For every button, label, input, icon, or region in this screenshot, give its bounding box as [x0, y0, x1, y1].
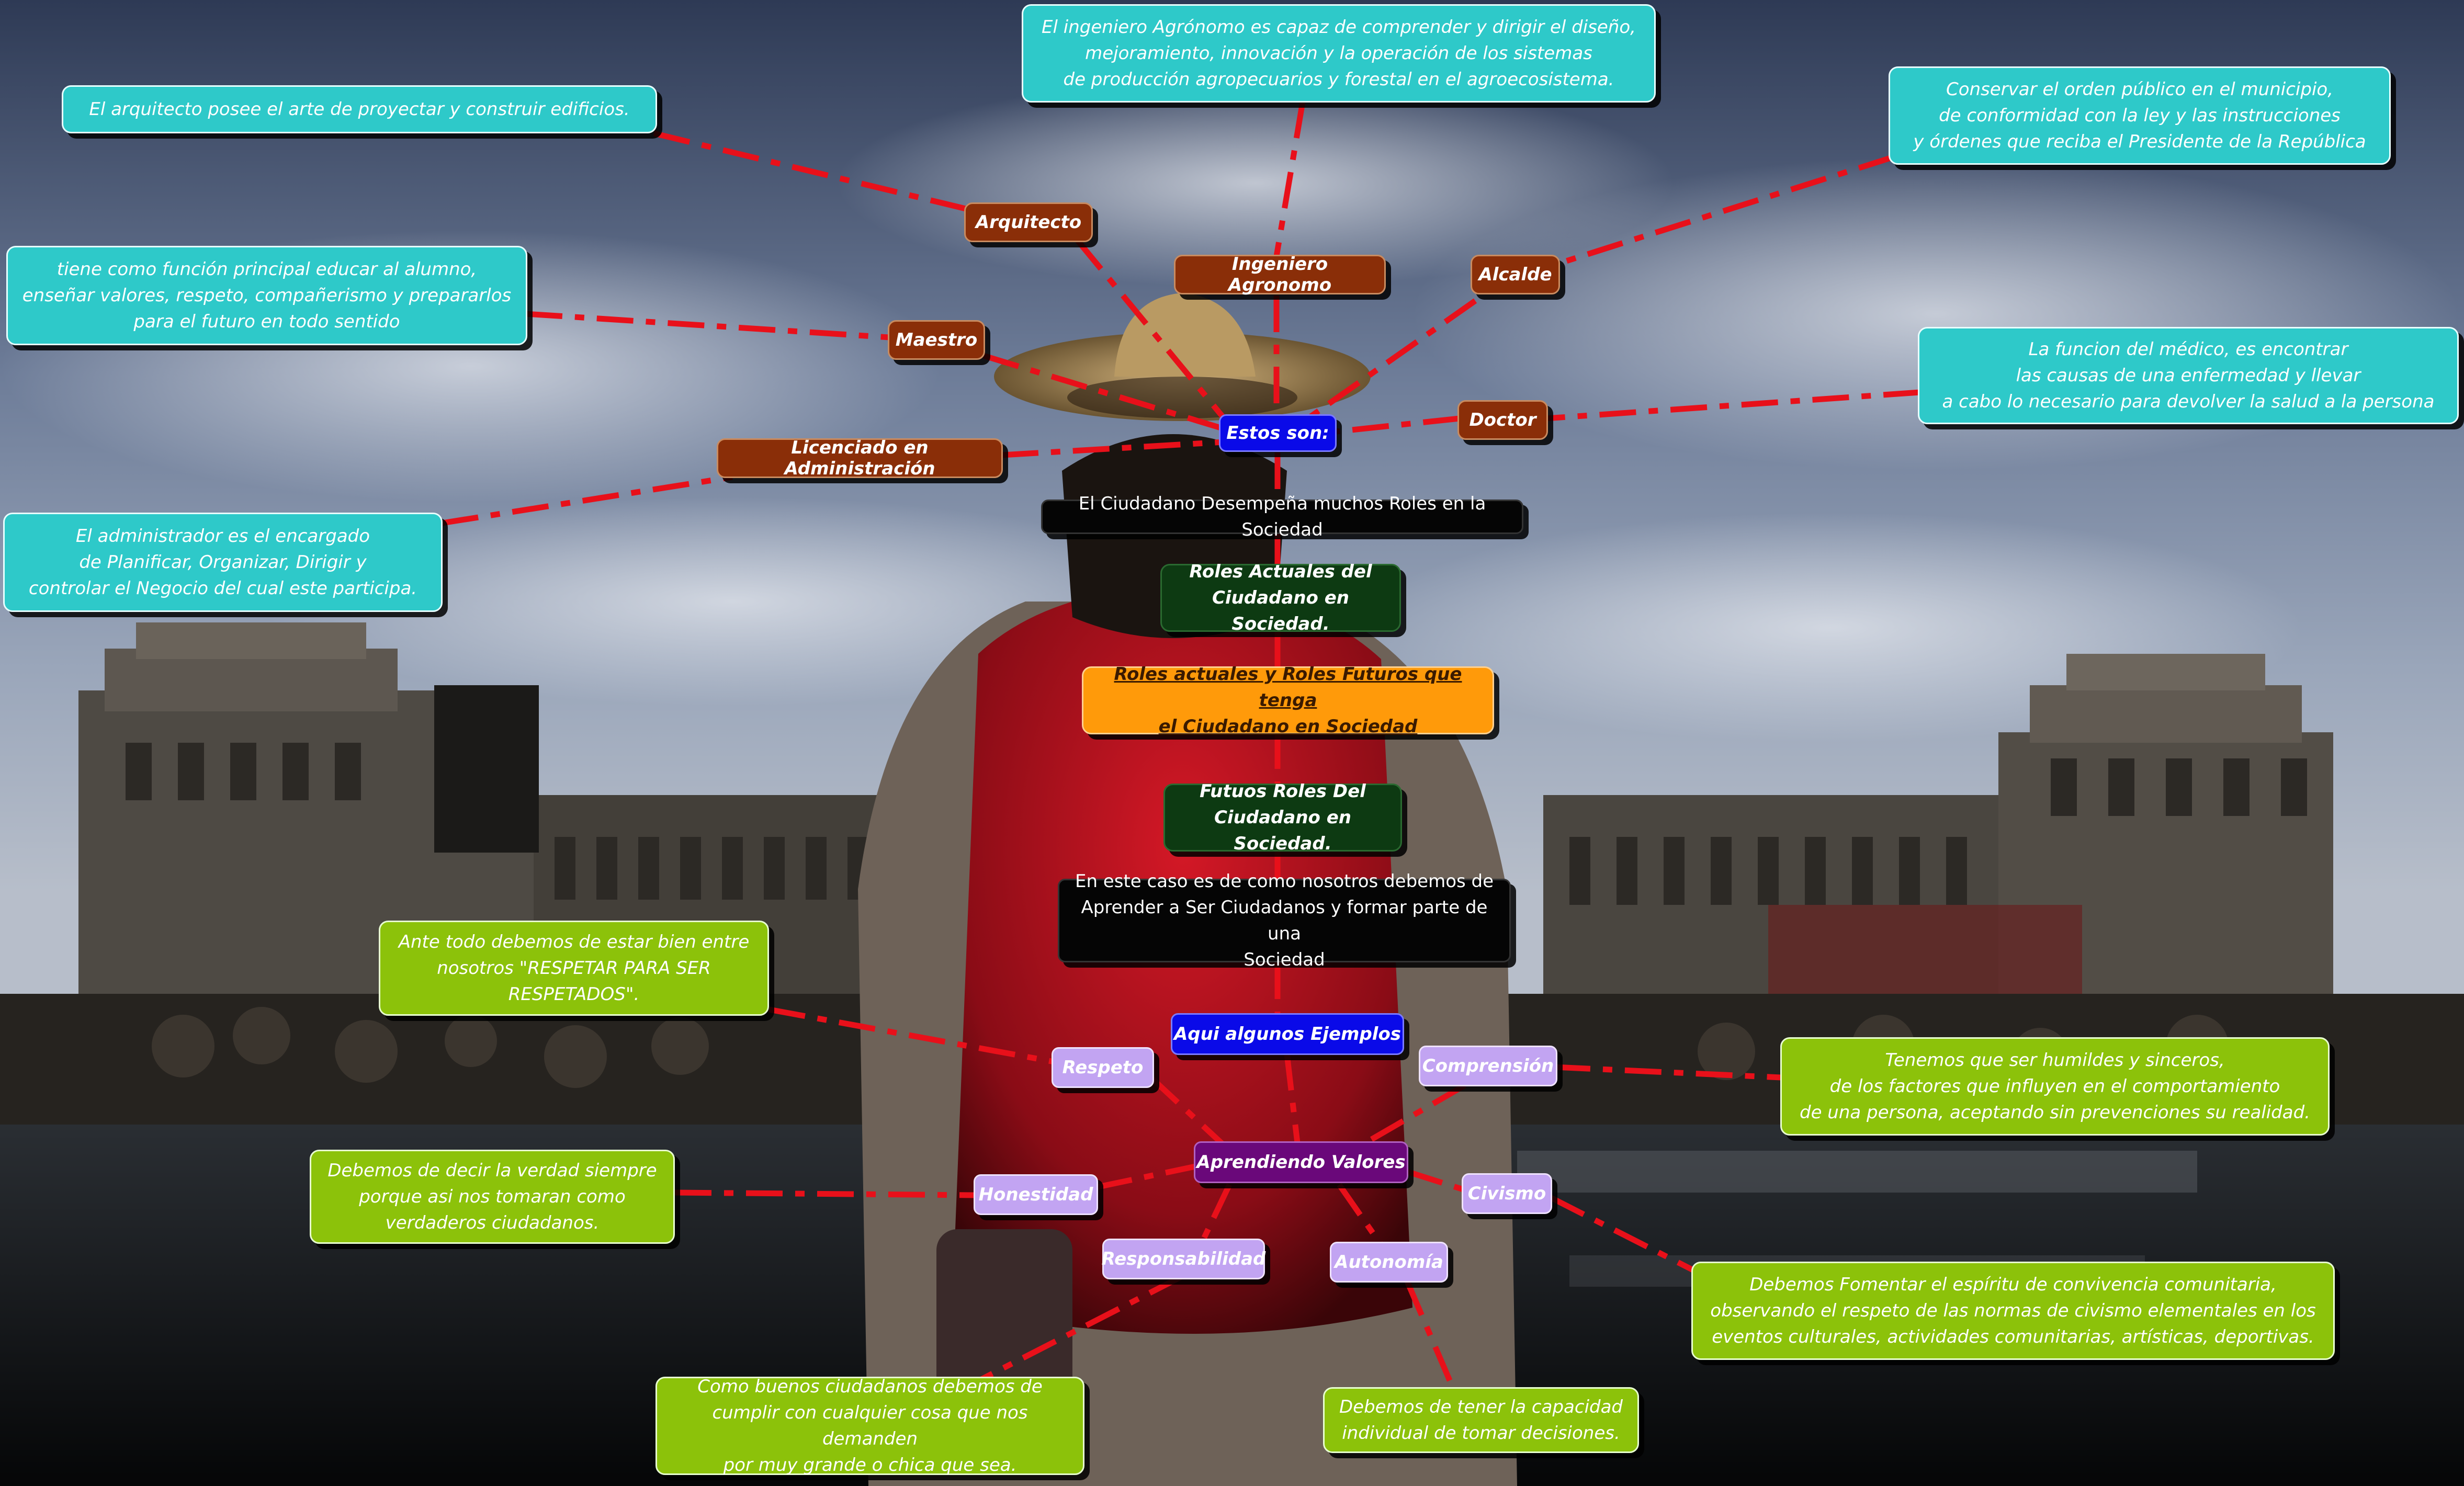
connector-line — [1553, 1064, 1782, 1081]
responsabilidad-description: Como buenos ciudadanos debemos de cumpli… — [655, 1376, 1084, 1476]
arquitecto-description: El arquitecto posee el arte de proyectar… — [62, 85, 657, 133]
doctor-description: La funcion del médico, es encontrar las … — [1918, 327, 2459, 424]
role-maestro[interactable]: Maestro — [888, 320, 985, 360]
connector-line — [1364, 1083, 1466, 1145]
roles-actuales-node[interactable]: Roles Actuales del Ciudadano en Sociedad… — [1160, 561, 1401, 634]
futuros-roles-node[interactable]: Futuos Roles Del Ciudadano en Sociedad. — [1163, 781, 1402, 854]
connector-line — [1095, 1163, 1196, 1190]
value-civismo[interactable]: Civismo — [1462, 1173, 1552, 1214]
connector-line — [1545, 389, 1920, 422]
connector-line — [1075, 239, 1227, 421]
value-honestidad[interactable]: Honestidad — [974, 1174, 1098, 1215]
connector-line — [525, 311, 890, 341]
autonomia-description: Debemos de tener la capacidad individual… — [1323, 1387, 1639, 1453]
aprendiendo-valores-node[interactable]: Aprendiendo Valores — [1194, 1141, 1408, 1183]
connector-line — [1337, 1183, 1384, 1247]
connector-line — [1149, 1075, 1226, 1148]
ejemplos-node[interactable]: Aqui algunos Ejemplos — [1171, 1013, 1404, 1055]
connector-line — [1406, 1169, 1466, 1193]
connector-line — [653, 130, 969, 212]
connector-line — [1550, 1195, 1697, 1274]
main-title-node[interactable]: Roles actuales y Roles Futuros que tenga… — [1082, 664, 1494, 737]
connector-line — [1555, 154, 1895, 267]
connector-line — [442, 474, 733, 526]
civismo-description: Debemos Fomentar el espíritu de conviven… — [1691, 1262, 2335, 1360]
connector-line — [1001, 439, 1225, 458]
role-licenciado-administracion[interactable]: Licenciado en Administración — [717, 437, 1003, 479]
ciudadano-roles-label[interactable]: El Ciudadano Desempeña muchos Roles en l… — [1041, 493, 1523, 540]
role-ingeniero-agronomo[interactable]: Ingeniero Agronomo — [1174, 254, 1386, 296]
connector-line — [1273, 101, 1306, 257]
role-alcalde[interactable]: Alcalde — [1471, 255, 1560, 294]
ingeniero-description: El ingeniero Agrónomo es capaz de compre… — [1022, 4, 1656, 103]
connector-line — [977, 1274, 1184, 1383]
aprender-ciudadanos-text[interactable]: En este caso es de como nosotros debemos… — [1058, 871, 1511, 970]
connector-line — [768, 1006, 1055, 1065]
connector-line — [1201, 1183, 1232, 1241]
value-comprension[interactable]: Comprensión — [1419, 1046, 1557, 1086]
honestidad-description: Debemos de decir la verdad siempre porqu… — [310, 1150, 675, 1244]
role-arquitecto[interactable]: Arquitecto — [964, 202, 1093, 242]
roles-center-node[interactable]: Estos son: — [1219, 414, 1337, 452]
comprension-description: Tenemos que ser humildes y sinceros, de … — [1780, 1037, 2330, 1136]
maestro-description: tiene como función principal educar al a… — [6, 246, 527, 345]
connector-line — [1404, 1280, 1457, 1393]
connector-line — [1306, 298, 1477, 421]
alcalde-description: Conservar el orden público en el municip… — [1889, 66, 2391, 165]
value-responsabilidad[interactable]: Responsabilidad — [1102, 1239, 1265, 1279]
connector-line — [982, 353, 1225, 432]
licenciado-description: El administrador es el encargado de Plan… — [3, 513, 443, 612]
connector-line — [1336, 415, 1460, 435]
value-respeto[interactable]: Respeto — [1052, 1047, 1154, 1088]
value-autonomia[interactable]: Autonomía — [1330, 1242, 1448, 1283]
role-doctor[interactable]: Doctor — [1457, 400, 1548, 440]
respeto-description: Ante todo debemos de estar bien entre no… — [379, 921, 769, 1016]
connector-line — [674, 1189, 976, 1198]
connector-line — [1284, 1053, 1301, 1143]
